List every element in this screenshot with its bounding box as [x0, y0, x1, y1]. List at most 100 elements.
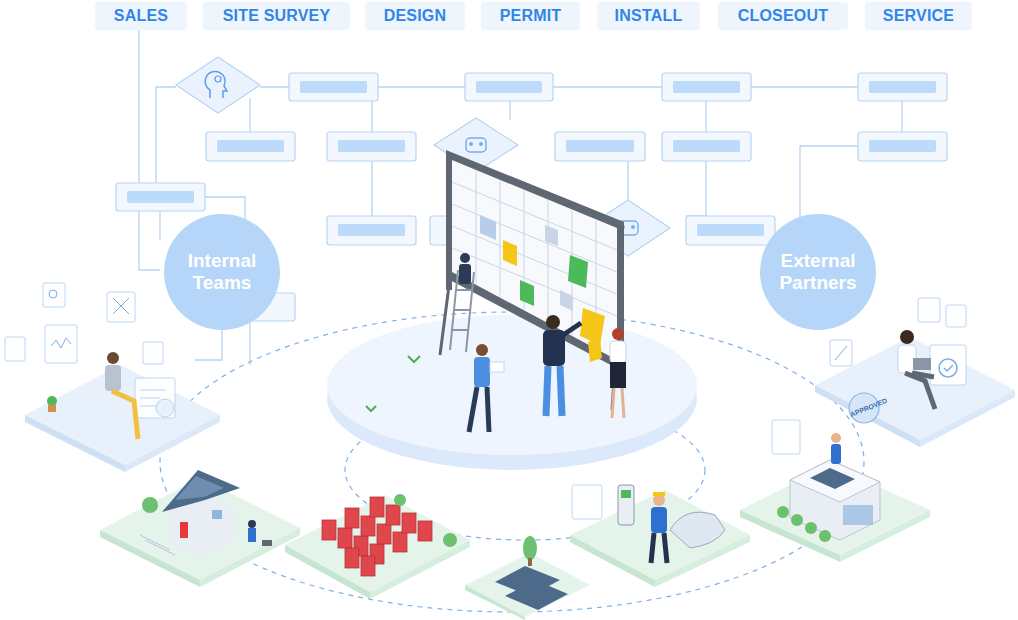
partner-desk-scene-part: [944, 365, 953, 371]
placeholder-boxes-part-part: [697, 224, 764, 236]
group-label: Internal Teams: [176, 250, 268, 294]
internal-desk-scene-part: [51, 338, 71, 348]
internal-desk-scene-part: [47, 396, 57, 406]
commercial-building-part: [831, 433, 841, 443]
partner-desk-scene-part: [830, 340, 852, 366]
people-part: [588, 338, 602, 362]
internal-desk-scene-part: [107, 352, 119, 364]
internal-desk-scene-part: [156, 399, 174, 417]
phase-label: INSTALL: [615, 7, 683, 25]
people-part: [546, 315, 560, 329]
kanban-board-part-part: [476, 170, 477, 285]
placeholder-boxes-part-part: [869, 81, 936, 93]
kanban-board-part: [480, 215, 496, 240]
kanban-board-part: [580, 308, 605, 345]
placeholder-boxes-part-part: [566, 140, 634, 152]
ev-charging-site-part: [670, 512, 725, 548]
flow-lines-part: [139, 30, 160, 270]
house-site: [100, 470, 300, 587]
placeholder-boxes-part-part: [869, 140, 936, 152]
house-site-part: [140, 535, 175, 555]
battery-farm-part-part: [377, 524, 391, 544]
kanban-board-part: [568, 255, 588, 288]
internal-desk-scene-part: [105, 365, 121, 391]
kanban-board-part-part: [500, 180, 501, 297]
internal-desk-scene-part: [135, 378, 175, 418]
circle-fill: [164, 214, 280, 330]
ev-charging-site-part: [651, 507, 667, 533]
placeholder-boxes-part-part: [327, 216, 416, 245]
battery-farm-part: [443, 533, 457, 547]
decision-diamonds-part: [466, 138, 486, 152]
kanban-board-part: [440, 278, 450, 355]
phase-box: PERMIT: [481, 2, 580, 30]
kanban-board-part-part: [548, 200, 549, 323]
placeholder-boxes-part-part: [327, 132, 416, 161]
circle-fill: [760, 214, 876, 330]
flow-lines-part: [800, 146, 858, 220]
phase-label: CLOSEOUT: [738, 7, 829, 25]
people-part: [610, 341, 626, 363]
battery-farm-part: [285, 545, 370, 599]
group-label: External Partners: [772, 250, 864, 294]
decision-diamonds-part: [631, 225, 635, 229]
phase-label: SALES: [114, 7, 168, 25]
people-part: [563, 323, 581, 335]
battery-farm-part-part: [370, 497, 384, 517]
internal-desk-scene-part: [113, 298, 129, 314]
placeholder-boxes-part-part: [662, 132, 751, 161]
ev-charging-site-part: [570, 535, 655, 587]
battery-farm-part-part: [418, 521, 432, 541]
decision-diamonds-part: [479, 142, 483, 146]
partner-desk-scene-part: [905, 373, 935, 409]
house-site-part: [212, 510, 222, 519]
partner-desk-scene-part: [920, 390, 1015, 447]
kanban-board-part: [446, 150, 624, 372]
commercial-building-part: [790, 460, 880, 502]
partner-desk-scene-part: [815, 385, 920, 447]
solar-array-part: [523, 536, 537, 560]
commercial-building-part-part: [791, 514, 803, 526]
phase-label: DESIGN: [384, 7, 447, 25]
flow-lines-part: [249, 321, 250, 365]
battery-farm-part: [394, 494, 406, 506]
commercial-building-part: [790, 460, 880, 540]
battery-farm-part: [322, 497, 432, 576]
ev-charging-site-part: [653, 492, 665, 496]
placeholder-boxes-part-part: [338, 140, 405, 152]
ev-charging-site-part: [572, 485, 602, 519]
people-part: [456, 289, 472, 291]
partner-desk-scene-part: [835, 346, 847, 360]
flow-lines-part: [627, 161, 628, 200]
platform: [327, 315, 697, 470]
phase-label: SITE SURVEY: [223, 7, 331, 25]
decision-diamonds-part: [205, 71, 227, 98]
kanban-board-part-part: [452, 248, 617, 316]
internal-desk-scene-part: [5, 337, 25, 361]
placeholder-boxes-part-part: [673, 140, 740, 152]
phase-label: SERVICE: [883, 7, 954, 25]
ev-charging-site-part: [618, 485, 634, 525]
group-circle: External Partners: [760, 214, 876, 330]
commercial-building-part: [772, 420, 800, 454]
phase-box: DESIGN: [365, 2, 465, 30]
internal-desk-scene-part: [25, 365, 220, 465]
flow-lines-part: [156, 87, 176, 183]
partner-desk-scene-part: [930, 345, 966, 385]
battery-farm-part-part: [393, 532, 407, 552]
people-part: [474, 357, 490, 387]
placeholder-boxes-part-part: [555, 132, 645, 161]
flow-lines-part: [249, 98, 250, 132]
battery-farm-part-part: [345, 548, 359, 568]
phase-box: CLOSEOUT: [718, 2, 848, 30]
people-part: [460, 253, 470, 263]
kanban-board-part: [452, 160, 617, 360]
house-site-part: [175, 476, 224, 500]
kanban-board-part: [503, 240, 517, 266]
commercial-building-part: [843, 505, 873, 525]
commercial-building-part-part: [777, 506, 789, 518]
placeholder-boxes-part-part: [300, 81, 367, 93]
internal-desk-scene-part: [49, 290, 57, 298]
people: [450, 253, 626, 432]
